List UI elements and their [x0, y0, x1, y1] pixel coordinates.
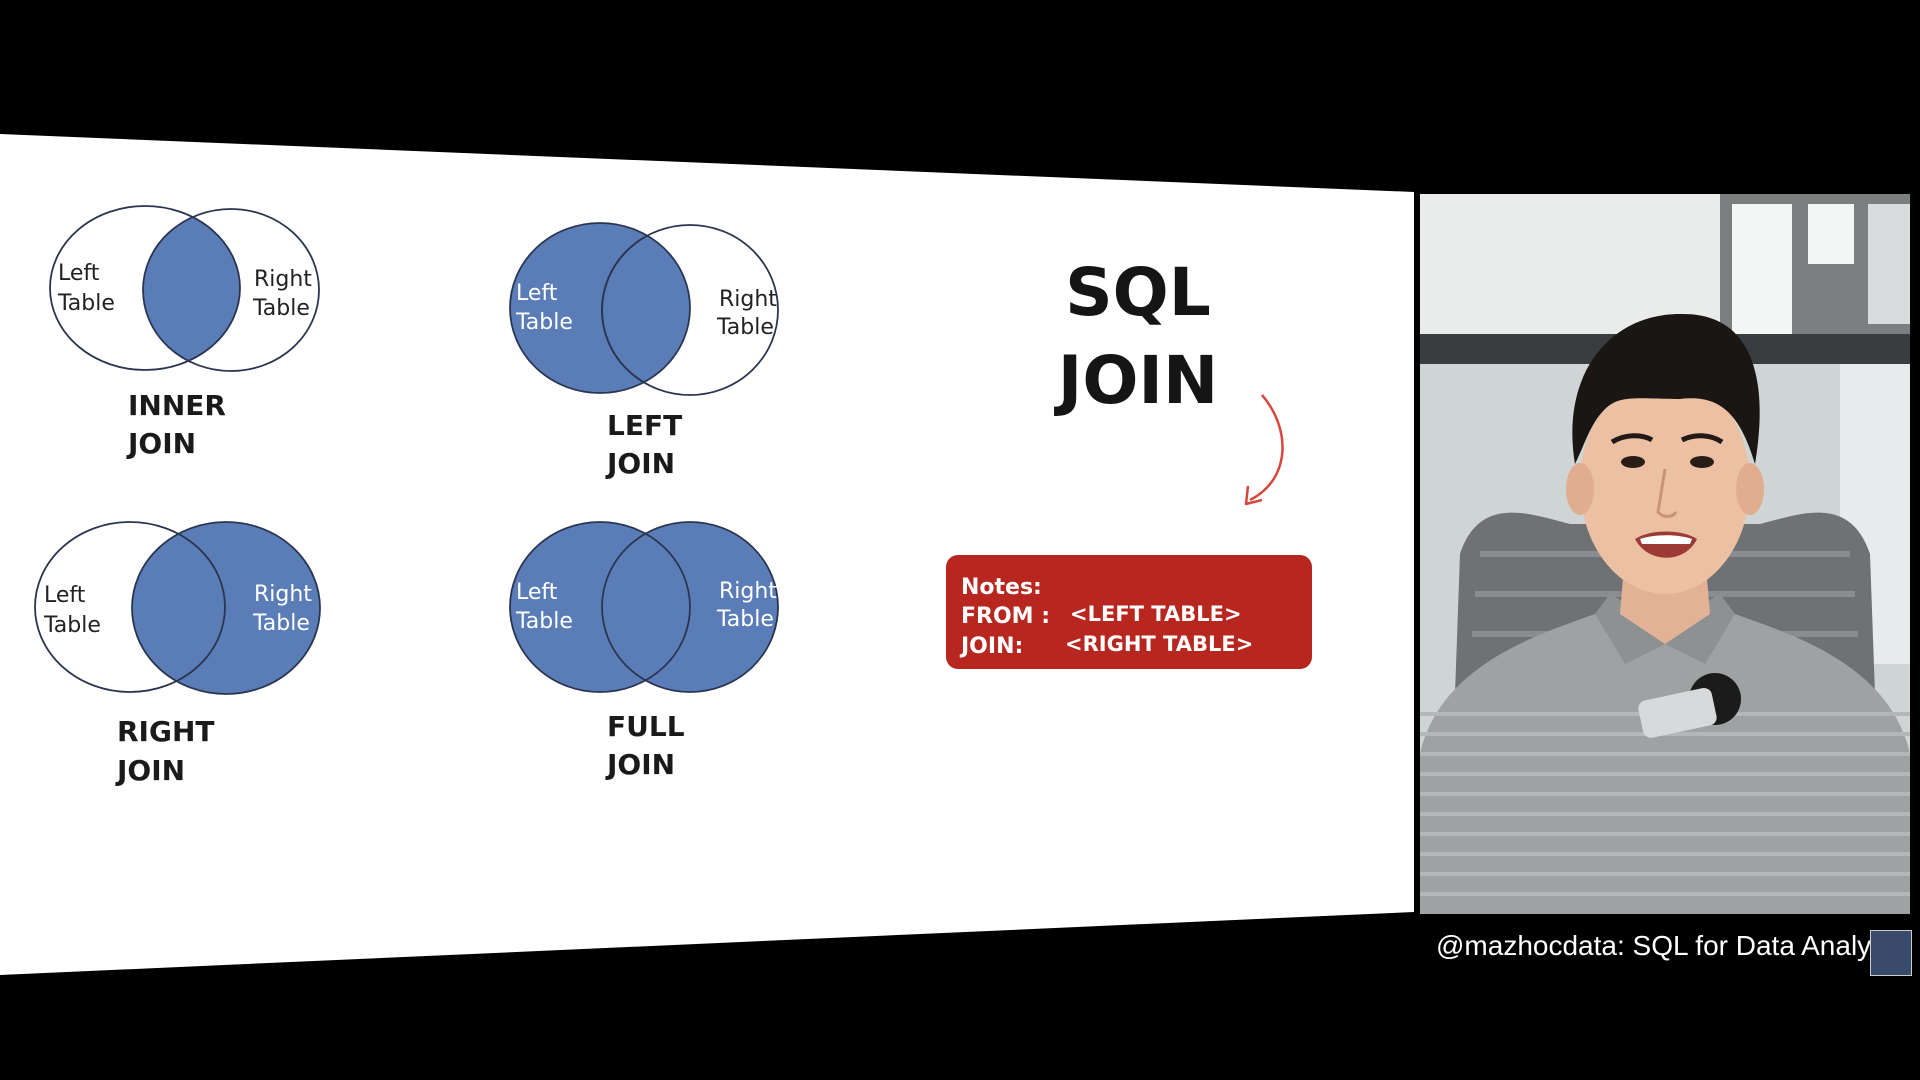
full-join-title-1: FULL — [607, 710, 685, 743]
headline-join: JOIN — [1054, 342, 1218, 419]
inner-left-label-2: Table — [57, 291, 115, 316]
notes-join-value: <RIGHT TABLE> — [1065, 632, 1253, 656]
notes-from-label: FROM : — [961, 604, 1050, 629]
channel-avatar — [1870, 930, 1912, 976]
full-join-left-circle — [509, 521, 691, 693]
left-right-label-1: Right — [719, 287, 777, 312]
headline-sql: SQL — [1065, 254, 1211, 331]
notes-box: Notes: FROM : <LEFT TABLE> JOIN: <RIGHT … — [946, 555, 1312, 669]
inner-right-label-2: Table — [252, 296, 310, 321]
right-left-label-1: Left — [44, 583, 86, 608]
left-left-label-2: Table — [515, 310, 573, 335]
right-right-label-2: Table — [252, 611, 310, 636]
full-left-label-1: Left — [516, 580, 558, 605]
curved-arrow-icon — [1244, 394, 1284, 506]
full-right-label-2: Table — [716, 607, 774, 632]
right-join-diagram: Left Table Right Table RIGHT JOIN — [34, 521, 321, 787]
presenter-video — [1420, 194, 1910, 914]
left-right-label-2: Table — [716, 315, 774, 340]
left-join-left-fill — [510, 223, 690, 393]
inner-join-title-1: INNER — [128, 389, 226, 422]
left-join-title-1: LEFT — [607, 409, 682, 442]
inner-join-right-circle — [142, 208, 320, 372]
inner-right-label-1: Right — [254, 267, 312, 292]
right-left-label-2: Table — [43, 613, 101, 638]
inner-join-diagram: Left Table Right Table INNER JOIN — [49, 205, 320, 460]
right-right-label-1: Right — [254, 582, 312, 607]
right-join-right-fill — [132, 522, 320, 694]
notes-background — [946, 555, 1312, 669]
full-left-label-2: Table — [515, 609, 573, 634]
right-join-title-2: JOIN — [115, 754, 185, 787]
left-join-diagram: Left Table Right Table LEFT JOIN — [509, 222, 779, 480]
inner-join-left-circle — [49, 205, 241, 371]
full-right-label-1: Right — [719, 579, 777, 604]
inner-join-title-2: JOIN — [126, 427, 196, 460]
left-join-title-2: JOIN — [605, 447, 675, 480]
inner-join-overlap — [143, 209, 240, 370]
right-join-title-1: RIGHT — [117, 715, 215, 748]
video-caption: @mazhocdata: SQL for Data Analysis — [1436, 930, 1906, 961]
left-join-left-circle — [509, 222, 691, 394]
right-join-right-circle — [131, 521, 321, 695]
right-join-left-circle — [34, 521, 226, 693]
full-join-right-circle — [601, 521, 779, 693]
notes-join-label: JOIN: — [959, 634, 1023, 659]
left-left-label-1: Left — [516, 281, 558, 306]
left-join-right-arc — [601, 224, 690, 393]
presenter-image — [1420, 194, 1910, 914]
inner-left-label-1: Left — [58, 261, 100, 286]
full-join-title-2: JOIN — [605, 748, 675, 781]
notes-title: Notes: — [961, 575, 1042, 600]
notes-from-value: <LEFT TABLE> — [1070, 602, 1242, 626]
full-join-diagram: Left Table Right Table FULL JOIN — [509, 521, 779, 781]
